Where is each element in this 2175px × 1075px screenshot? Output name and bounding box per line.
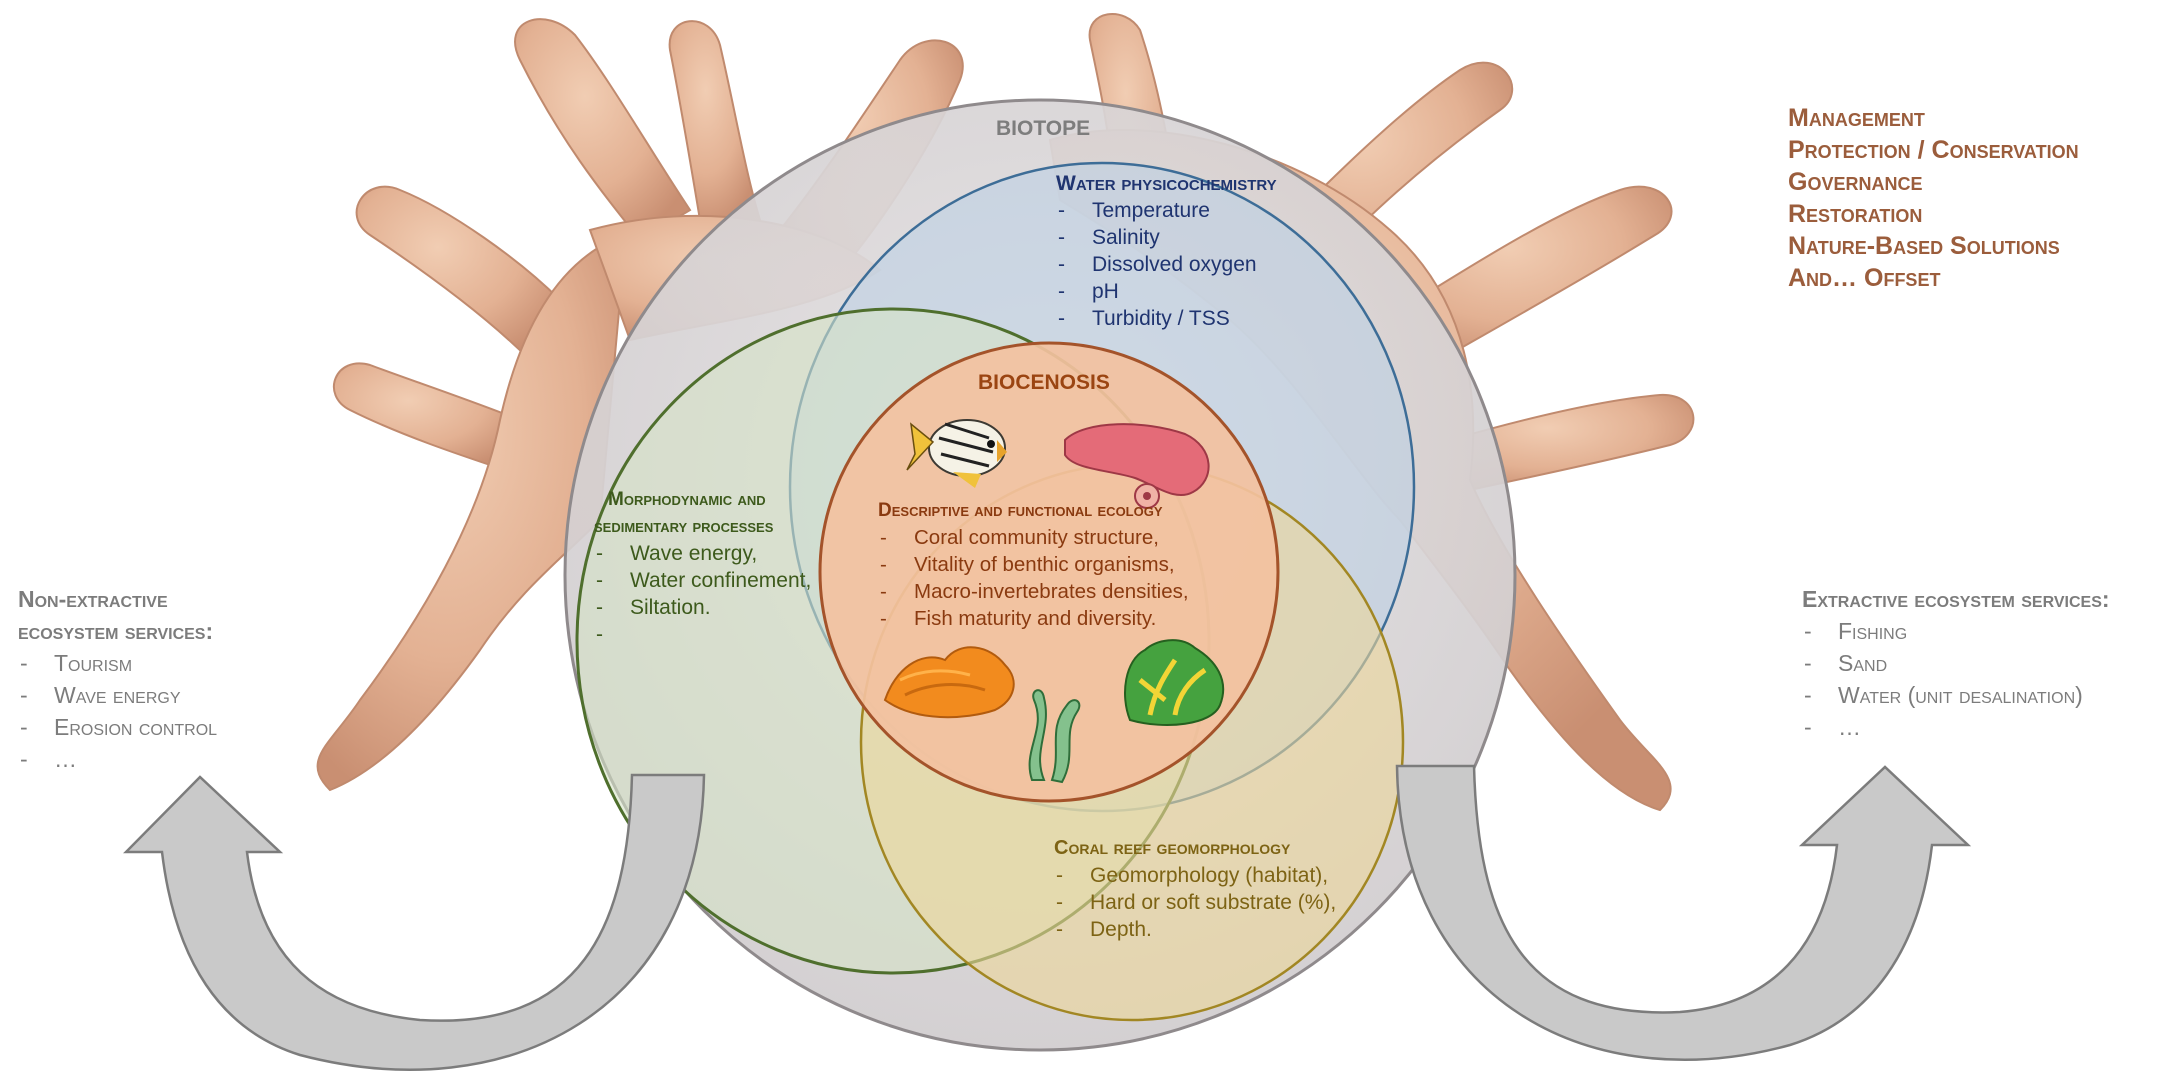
extractive-item: Fishing [1802, 615, 2110, 647]
extractive-title: Extractive ecosystem services: [1802, 586, 2110, 612]
non-extractive-title-line2: ecosystem services: [18, 618, 214, 644]
right-curved-arrow [1395, 764, 1972, 1061]
biocenosis-label: BIOCENOSIS [978, 371, 1110, 394]
water-item: Salinity [1056, 224, 1277, 251]
management-item: Nature-Based Solutions [1788, 232, 2060, 260]
morphodynamic-title: Morphodynamic and sedimentary processes [594, 486, 811, 540]
orange-coral-icon [883, 646, 1015, 719]
non-extractive-services-block: Non-extractive ecosystem services: Touri… [18, 583, 217, 775]
non-extractive-item: … [18, 743, 217, 775]
ecology-item: Fish maturity and diversity. [878, 605, 1189, 632]
morpho-item: Wave energy, [594, 540, 811, 567]
coral-item: Depth. [1054, 916, 1336, 943]
management-item: Management [1788, 104, 1925, 132]
biotope-label: BIOTOPE [996, 117, 1091, 140]
management-item: And… Offset [1788, 264, 1941, 292]
coral-geomorphology-title: Coral reef geomorphology [1054, 837, 1291, 859]
morphodynamic-block: Morphodynamic and sedimentary processes … [594, 486, 811, 648]
extractive-item: … [1802, 711, 2110, 743]
morphodynamic-title-line1: Morphodynamic and [608, 489, 766, 510]
extractive-item: Sand [1802, 647, 2110, 679]
non-extractive-title-line1: Non-extractive [18, 586, 168, 612]
ecology-item: Vitality of benthic organisms, [878, 551, 1189, 578]
management-item: Restoration [1788, 200, 1923, 228]
extractive-item: Water (unit desalination) [1802, 679, 2110, 711]
water-physicochemistry-block: Water physicochemistry Temperature Salin… [1056, 170, 1277, 332]
extractive-services-block: Extractive ecosystem services: Fishing S… [1802, 583, 2110, 743]
coral-geomorphology-block: Coral reef geomorphology Geomorphology (… [1054, 835, 1336, 943]
descriptive-ecology-title: Descriptive and functional ecology [878, 500, 1163, 521]
morpho-item: Siltation. [594, 594, 811, 621]
non-extractive-item: Tourism [18, 647, 217, 679]
left-curved-arrow [123, 773, 706, 1071]
water-item: Turbidity / TSS [1056, 305, 1277, 332]
water-item: Temperature [1056, 197, 1277, 224]
management-item: Protection / Conservation [1788, 136, 2079, 164]
water-physicochemistry-title: Water physicochemistry [1056, 172, 1277, 195]
green-coral-icon [1124, 639, 1225, 726]
non-extractive-item: Wave energy [18, 679, 217, 711]
morphodynamic-title-line2: sedimentary processes [594, 516, 774, 537]
fish-icon [906, 419, 1007, 488]
coral-item: Geomorphology (habitat), [1054, 862, 1336, 889]
coral-item: Hard or soft substrate (%), [1054, 889, 1336, 916]
sea-cucumber-icon [1064, 423, 1210, 509]
management-item: Governance [1788, 168, 1923, 196]
management-list: Management Protection / Conservation Gov… [1788, 102, 2079, 294]
ecology-item: Coral community structure, [878, 524, 1189, 551]
morpho-item [594, 621, 811, 648]
water-item: Dissolved oxygen [1056, 251, 1277, 278]
descriptive-ecology-block: Descriptive and functional ecology Coral… [878, 497, 1189, 632]
seaweed-icon [1028, 689, 1081, 784]
ecology-item: Macro-invertebrates densities, [878, 578, 1189, 605]
water-item: pH [1056, 278, 1277, 305]
non-extractive-item: Erosion control [18, 711, 217, 743]
morpho-item: Water confinement, [594, 567, 811, 594]
